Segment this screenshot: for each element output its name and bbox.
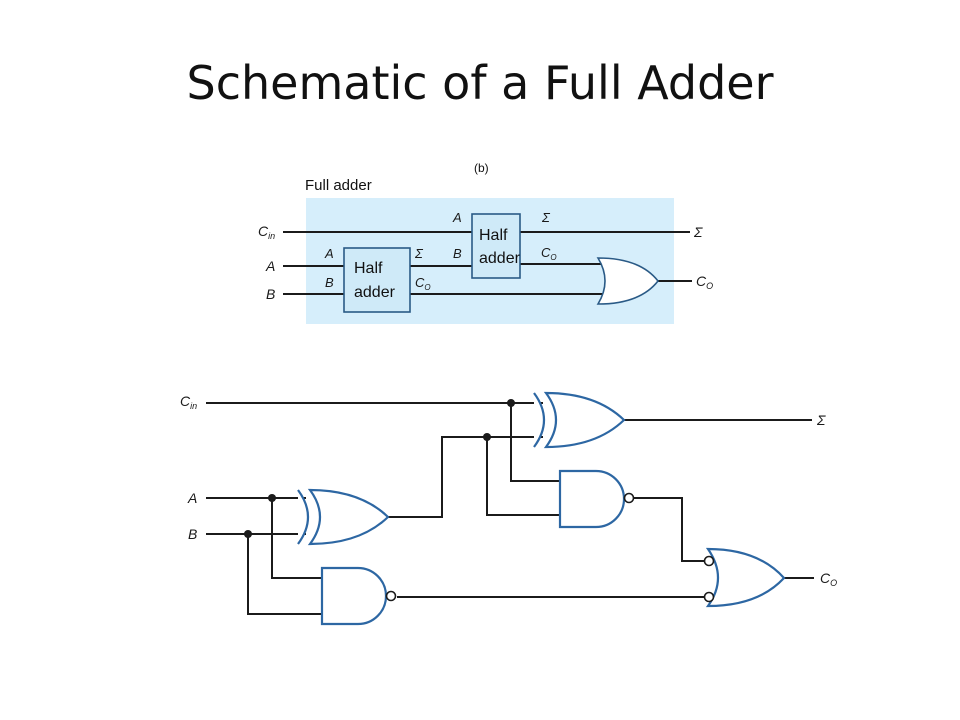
and-gate-2 bbox=[558, 469, 635, 529]
block-or-gate bbox=[596, 257, 660, 305]
gate-b-label: B bbox=[188, 526, 197, 542]
block-caption: Full adder bbox=[305, 177, 372, 194]
gate-diagram: Cin A B Σ CO bbox=[180, 391, 837, 626]
block-wires bbox=[283, 231, 692, 295]
or-gate-top-bubble bbox=[703, 555, 715, 567]
block-sum-output-label: Σ bbox=[693, 224, 703, 240]
right-half-adder-line1: Half bbox=[479, 227, 508, 244]
left-half-adder-line2: adder bbox=[354, 284, 396, 301]
left-half-adder-line1: Half bbox=[354, 260, 383, 277]
clipped-figure-label: (b) bbox=[474, 161, 489, 175]
gate-sum-output-label: Σ bbox=[816, 412, 826, 428]
xor-gate-2 bbox=[533, 391, 626, 449]
block-diagram: (b) Full adder Half adder Half adder Cin… bbox=[258, 161, 713, 324]
left-co-port-label: CO bbox=[415, 275, 431, 292]
gate-a-label: A bbox=[187, 490, 197, 506]
block-co-output-label: CO bbox=[696, 273, 713, 291]
cin-junction-dot bbox=[507, 399, 515, 407]
left-b-port-label: B bbox=[325, 275, 334, 290]
and-gate-1 bbox=[320, 566, 397, 626]
b-junction-dot bbox=[244, 530, 252, 538]
right-sum-port-label: Σ bbox=[541, 210, 551, 225]
gate-wires bbox=[206, 402, 814, 615]
block-b-label: B bbox=[266, 286, 275, 302]
right-co-port-label: CO bbox=[541, 245, 557, 262]
right-half-adder-box bbox=[471, 213, 521, 279]
page-title: Schematic of a Full Adder bbox=[186, 56, 774, 110]
right-a-port-label: A bbox=[452, 210, 462, 225]
left-sum-port-label: Σ bbox=[414, 246, 424, 261]
right-half-adder-line2: adder bbox=[479, 250, 521, 267]
left-half-adder-box bbox=[343, 247, 411, 313]
or-gate bbox=[703, 547, 786, 608]
right-b-port-label: B bbox=[453, 246, 462, 261]
and-gate-1-bubble bbox=[385, 590, 397, 602]
xor-gate-1 bbox=[297, 488, 390, 546]
and-gate-2-bubble bbox=[623, 492, 635, 504]
gate-co-output-label: CO bbox=[820, 570, 837, 588]
a-junction-dot bbox=[268, 494, 276, 502]
block-cin-label: Cin bbox=[258, 223, 275, 241]
or-gate-bottom-bubble bbox=[703, 591, 715, 603]
left-a-port-label: A bbox=[324, 246, 334, 261]
gate-cin-label: Cin bbox=[180, 393, 197, 411]
sum-junction-dot bbox=[483, 433, 491, 441]
block-a-label: A bbox=[265, 258, 275, 274]
